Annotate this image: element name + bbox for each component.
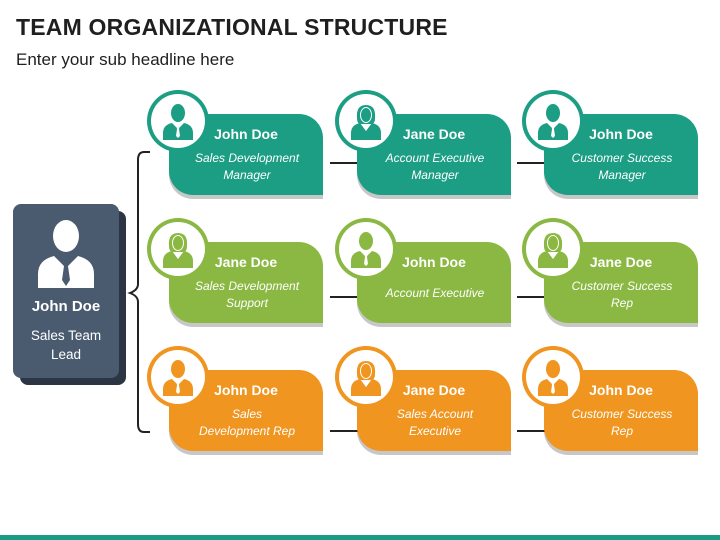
card-name: Jane Doe (402, 126, 466, 142)
avatar (147, 218, 209, 280)
avatar-inner (151, 222, 205, 276)
card-name: John Doe (589, 126, 653, 142)
card-role-line: Customer Success (571, 279, 673, 293)
avatar-inner (151, 350, 205, 404)
card-role-line: Sales (231, 407, 263, 421)
card-role-line: Account Executive (385, 151, 485, 165)
card-role-line: Customer Success (571, 151, 673, 165)
avatar (147, 346, 209, 408)
businessman-icon (38, 220, 94, 288)
avatar (335, 90, 397, 152)
avatar (335, 218, 397, 280)
card-name: John Doe (214, 126, 278, 142)
male-user-icon (538, 360, 568, 396)
avatar-inner (339, 350, 393, 404)
card-role-line: Rep (610, 296, 633, 310)
female-user-icon (163, 233, 193, 268)
card-role-line: Support (225, 296, 269, 310)
card-name: John Doe (214, 382, 278, 398)
avatar (147, 90, 209, 152)
lead-role: Sales Team Lead (30, 328, 102, 362)
female-user-icon (538, 233, 568, 268)
avatar (522, 90, 584, 152)
card-role-line: Account Executive (385, 286, 485, 300)
card-role-line: Rep (610, 424, 633, 438)
card-role-line: Customer Success (571, 407, 673, 421)
lead-card: John Doe Sales Team Lead (13, 204, 119, 378)
card-name: John Doe (402, 254, 466, 270)
avatar-inner (526, 222, 580, 276)
avatar-inner (339, 94, 393, 148)
card-role-line: Executive (408, 424, 462, 438)
card-role-line: Manager (411, 168, 459, 182)
lead-name: John Doe (31, 298, 101, 315)
bottom-accent-bar (0, 535, 720, 540)
card-role-line: Development Rep (198, 424, 296, 438)
card-role-line: Manager (598, 168, 646, 182)
card-name: Jane Doe (589, 254, 653, 270)
avatar-inner (151, 94, 205, 148)
bracket-connector (127, 151, 150, 433)
male-user-icon (351, 232, 381, 268)
card-name: John Doe (589, 382, 653, 398)
avatar-inner (526, 350, 580, 404)
page-title: TEAM ORGANIZATIONAL STRUCTURE (16, 14, 448, 40)
avatar-inner (526, 94, 580, 148)
female-user-icon (351, 361, 381, 396)
card-role-line: Sales Account (396, 407, 474, 421)
female-user-icon (351, 105, 381, 140)
card-role-line: Manager (223, 168, 271, 182)
male-user-icon (163, 360, 193, 396)
card-role-line: Sales Development (194, 151, 300, 165)
avatar (522, 346, 584, 408)
card-name: Jane Doe (402, 382, 466, 398)
card-role: Account Executive (363, 285, 507, 302)
male-user-icon (538, 104, 568, 140)
avatar-inner (339, 222, 393, 276)
page-subtitle: Enter your sub headline here (16, 50, 235, 69)
avatar (335, 346, 397, 408)
avatar (522, 218, 584, 280)
card-name: Jane Doe (214, 254, 278, 270)
male-user-icon (163, 104, 193, 140)
card-role-line: Sales Development (194, 279, 300, 293)
